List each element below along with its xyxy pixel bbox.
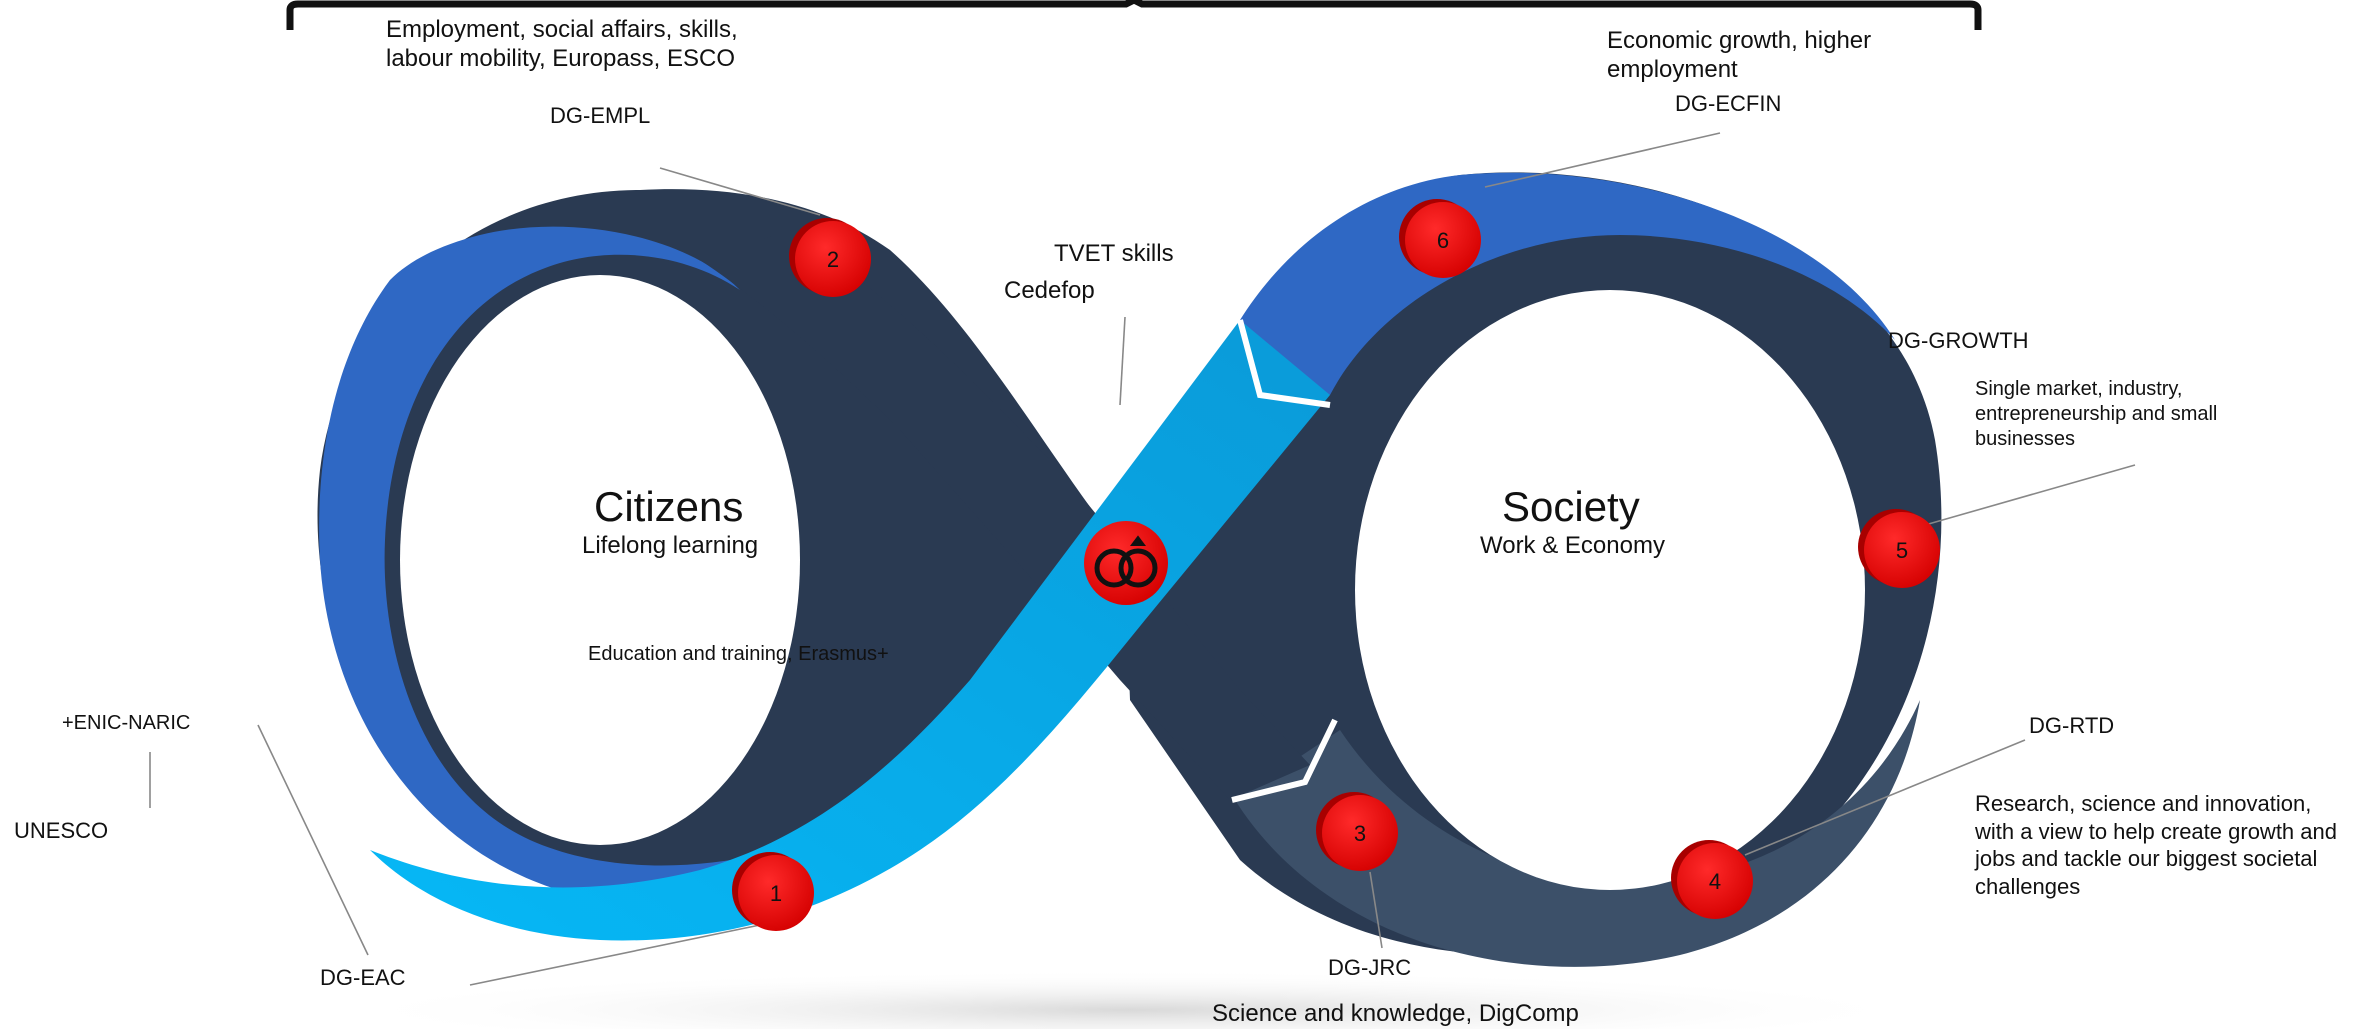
node-number: 1 xyxy=(770,881,782,906)
label-dg-ecfin: DG-ECFIN xyxy=(1675,91,1782,116)
label-dg-jrc: DG-JRC xyxy=(1328,955,1412,980)
node-number: 2 xyxy=(827,247,839,272)
desc-rtd: Research, science and innovation, with a… xyxy=(1975,791,2337,900)
desc-eac: Education and training, Erasmus+ xyxy=(588,643,889,665)
right-loop-band-bottom xyxy=(1235,700,1920,967)
left-hole xyxy=(400,275,800,845)
node-6: 6 xyxy=(1399,199,1481,278)
node-3: 3 xyxy=(1316,792,1398,871)
node-4: 4 xyxy=(1671,840,1753,919)
rings-icon xyxy=(1094,535,1158,588)
label-cedefop: Cedefop xyxy=(1004,277,1095,304)
leader-empl xyxy=(659,167,821,216)
leader-ecfin xyxy=(1484,132,1721,188)
leader-tvet xyxy=(1119,316,1126,406)
right-subtitle: Work & Economy xyxy=(1480,532,1665,559)
label-dg-empl: DG-EMPL xyxy=(550,103,651,128)
leader-rtd xyxy=(1744,739,2026,856)
node-number: 6 xyxy=(1437,228,1449,253)
gap-top xyxy=(1237,319,1331,408)
right-hole xyxy=(1355,290,1865,890)
hub-node xyxy=(1084,521,1168,605)
leader-enic xyxy=(257,724,369,956)
label-dg-growth: DG-GROWTH xyxy=(1888,328,2029,353)
top-bracket xyxy=(286,0,1982,30)
desc-ecfin: Economic growth, higher employment xyxy=(1607,27,1872,83)
right-title: Society xyxy=(1502,483,1640,530)
leader-jrc xyxy=(1369,871,1383,949)
label-enic: +ENIC-NARIC xyxy=(62,712,191,734)
node-number: 3 xyxy=(1354,821,1366,846)
label-unesco: UNESCO xyxy=(14,818,109,843)
leader-growth xyxy=(1924,464,2136,526)
label-tvet: TVET skills xyxy=(1054,240,1174,267)
leader-lines xyxy=(149,132,2136,986)
desc-growth: Single market, industry, entrepreneurshi… xyxy=(1975,378,2218,451)
gap-bottom xyxy=(1231,718,1338,803)
left-title: Citizens xyxy=(594,483,744,530)
label-dg-rtd: DG-RTD xyxy=(2029,713,2115,738)
leader-eac xyxy=(469,924,761,986)
floor-shadow xyxy=(330,970,1930,1034)
node-5: 5 xyxy=(1858,509,1940,588)
left-subtitle: Lifelong learning xyxy=(582,532,759,559)
node-2: 2 xyxy=(789,218,871,297)
nodes-layer: 1 2 3 4 5 6 xyxy=(732,199,1940,931)
dark-crossing-band xyxy=(700,230,1310,800)
light-crossing-band xyxy=(370,320,1330,941)
desc-empl: Employment, social affairs, skills, labo… xyxy=(386,16,738,72)
node-1: 1 xyxy=(732,852,814,931)
desc-jrc: Science and knowledge, DigComp xyxy=(1212,1000,1579,1027)
node-number: 5 xyxy=(1896,538,1908,563)
label-dg-eac: DG-EAC xyxy=(320,965,406,990)
node-number: 4 xyxy=(1709,869,1721,894)
